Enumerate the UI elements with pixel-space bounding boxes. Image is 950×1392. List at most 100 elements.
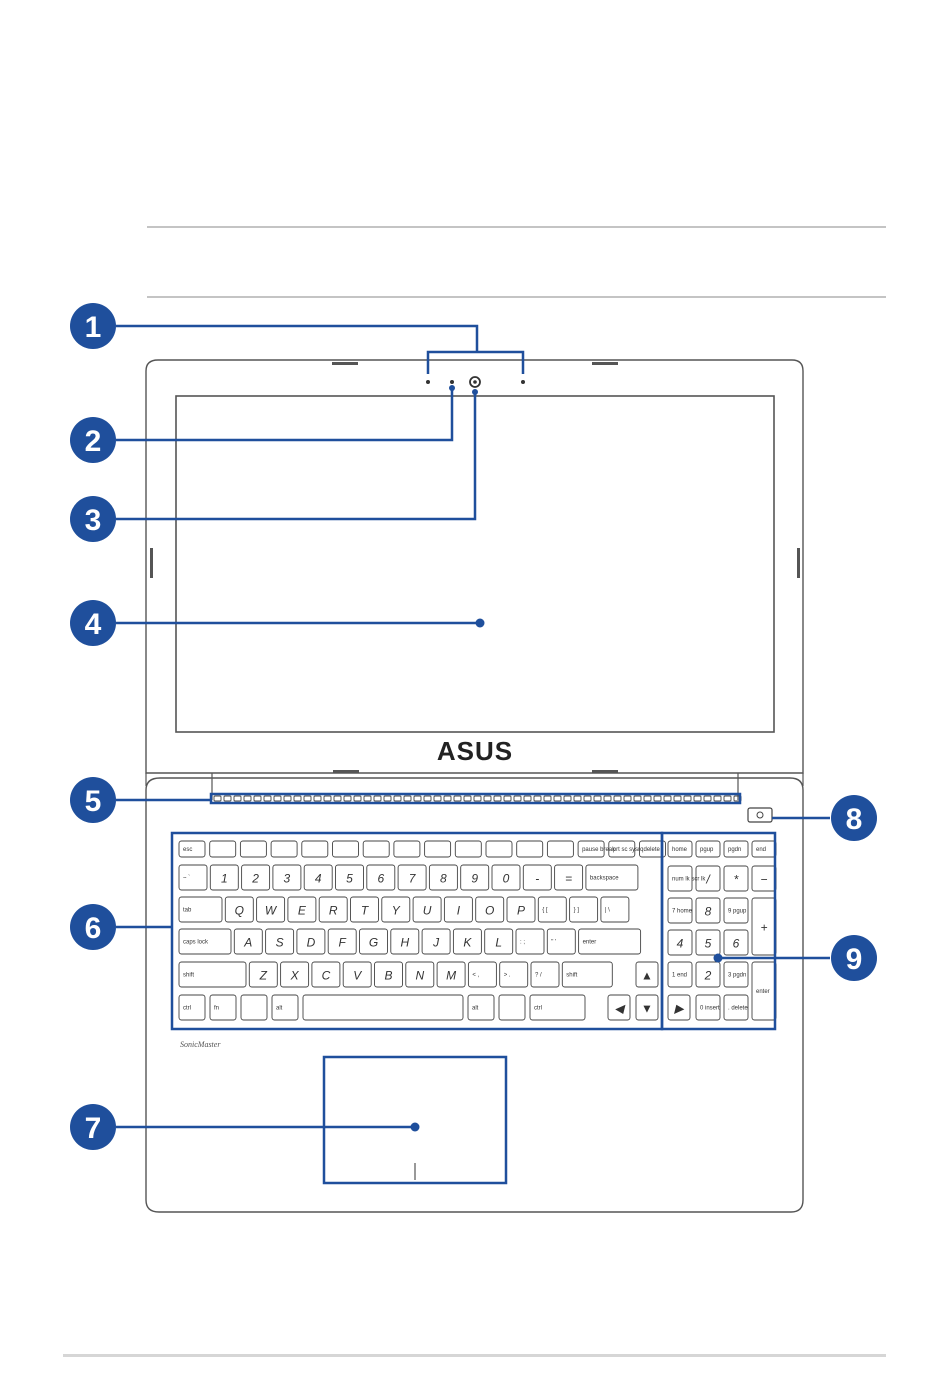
keyboard-key[interactable]: < , bbox=[467, 961, 497, 988]
keyboard-key[interactable]: caps lock bbox=[178, 928, 232, 955]
keyboard-key[interactable]: enter bbox=[578, 928, 642, 955]
keyboard-key[interactable]: 0 bbox=[491, 864, 521, 891]
keyboard-key[interactable]: V bbox=[342, 961, 372, 988]
keyboard-key[interactable] bbox=[516, 840, 544, 858]
keyboard-key[interactable]: G bbox=[359, 928, 388, 955]
keyboard-key[interactable]: 1 bbox=[209, 864, 239, 891]
keyboard-key[interactable]: E bbox=[287, 896, 317, 923]
keyboard-key[interactable]: enter bbox=[751, 961, 777, 1021]
keyboard-key[interactable]: X bbox=[280, 961, 310, 988]
keyboard-key[interactable]: K bbox=[452, 928, 482, 955]
power-button[interactable] bbox=[747, 807, 773, 823]
keyboard-key[interactable]: 2 bbox=[695, 961, 721, 988]
keyboard-key[interactable]: { [ bbox=[537, 896, 567, 923]
keyboard-key[interactable]: 3 pgdn bbox=[723, 961, 749, 988]
keyboard-key[interactable]: prt sc sysrq bbox=[608, 840, 644, 858]
keyboard-key[interactable]: > . bbox=[499, 961, 529, 988]
keyboard-key[interactable]: | \ bbox=[600, 896, 630, 923]
keyboard-key[interactable]: T bbox=[350, 896, 379, 923]
keyboard-key[interactable] bbox=[498, 994, 526, 1021]
keyboard-key[interactable]: U bbox=[412, 896, 442, 923]
keyboard-key[interactable]: M bbox=[436, 961, 466, 988]
keyboard-key[interactable]: 9 pgup bbox=[723, 897, 749, 924]
keyboard-key[interactable]: 4 bbox=[303, 864, 333, 891]
keyboard-key[interactable]: ctrl bbox=[529, 994, 586, 1021]
keyboard-key[interactable]: L bbox=[484, 928, 514, 955]
keyboard-key[interactable] bbox=[240, 994, 268, 1021]
keyboard-key[interactable]: shift bbox=[561, 961, 613, 988]
keyboard-key[interactable]: J bbox=[421, 928, 451, 955]
keyboard-key[interactable]: 4 bbox=[667, 929, 693, 956]
keyboard-key[interactable]: 8 bbox=[695, 897, 721, 924]
keyboard-key[interactable]: esc bbox=[178, 840, 206, 858]
keyboard-key[interactable]: 9 bbox=[460, 864, 490, 891]
keyboard-key[interactable]: = bbox=[554, 864, 584, 891]
keyboard-key[interactable]: + bbox=[751, 897, 777, 956]
keyboard-key[interactable]: tab bbox=[178, 896, 223, 923]
keyboard-key[interactable]: 7 bbox=[397, 864, 427, 891]
keyboard-key[interactable]: D bbox=[296, 928, 326, 955]
keyboard-key[interactable]: / bbox=[695, 865, 721, 892]
keyboard-key[interactable] bbox=[332, 840, 359, 858]
keyboard-key[interactable] bbox=[209, 840, 237, 858]
keyboard-key[interactable] bbox=[270, 840, 298, 858]
keyboard-key[interactable]: W bbox=[256, 896, 286, 923]
keyboard-key[interactable]: - bbox=[522, 864, 552, 891]
keyboard-key[interactable]: N bbox=[405, 961, 435, 988]
keyboard-key[interactable]: P bbox=[506, 896, 536, 923]
keyboard-key[interactable]: 8 bbox=[428, 864, 458, 891]
keyboard-key[interactable]: C bbox=[311, 961, 341, 988]
keyboard-key[interactable] bbox=[485, 840, 513, 858]
keyboard-key[interactable]: − bbox=[751, 865, 777, 892]
keyboard-key[interactable]: . delete bbox=[723, 994, 749, 1021]
keyboard-key[interactable]: B bbox=[374, 961, 403, 988]
keyboard-key[interactable] bbox=[424, 840, 452, 858]
keyboard-key[interactable]: 5 bbox=[695, 929, 721, 956]
keyboard-key[interactable]: F bbox=[327, 928, 357, 955]
keyboard-key[interactable]: 0 insert bbox=[695, 994, 721, 1021]
keyboard-key[interactable]: : ; bbox=[515, 928, 545, 955]
keyboard-key[interactable]: alt bbox=[467, 994, 495, 1021]
keyboard-key[interactable]: S bbox=[265, 928, 295, 955]
keyboard-key[interactable]: pgup bbox=[695, 840, 721, 858]
keyboard-key[interactable]: pgdn bbox=[723, 840, 749, 858]
keyboard-key[interactable] bbox=[454, 840, 482, 858]
keyboard-key[interactable]: home bbox=[667, 840, 693, 858]
keyboard-key[interactable]: * bbox=[723, 865, 749, 892]
keyboard-key[interactable]: R bbox=[318, 896, 348, 923]
keyboard-key[interactable] bbox=[393, 840, 421, 858]
keyboard-key[interactable]: fn bbox=[209, 994, 237, 1021]
keyboard-key[interactable]: " ' bbox=[546, 928, 576, 955]
keyboard-key[interactable]: 6 bbox=[723, 929, 749, 956]
keyboard-key[interactable]: Z bbox=[248, 961, 278, 988]
keyboard-key[interactable]: ctrl bbox=[178, 994, 206, 1021]
keyboard-key[interactable]: 6 bbox=[366, 864, 396, 891]
keyboard-key[interactable] bbox=[239, 840, 267, 858]
keyboard-key[interactable]: shift bbox=[178, 961, 247, 988]
keyboard-key[interactable]: I bbox=[443, 896, 473, 923]
keyboard-key[interactable]: ? / bbox=[530, 961, 560, 988]
keyboard-key[interactable]: H bbox=[390, 928, 420, 955]
keyboard-key[interactable]: O bbox=[475, 896, 505, 923]
keyboard-key[interactable]: 7 home bbox=[667, 897, 693, 924]
keyboard-key[interactable] bbox=[362, 840, 390, 858]
keyboard-key[interactable] bbox=[301, 840, 329, 858]
keyboard-key[interactable]: 5 bbox=[335, 864, 364, 891]
keyboard-key[interactable]: ▲ bbox=[635, 961, 659, 988]
keyboard-key[interactable]: ▶ bbox=[667, 994, 691, 1021]
keyboard-key[interactable]: 3 bbox=[272, 864, 302, 891]
keyboard-key[interactable]: backspace bbox=[585, 864, 639, 891]
keyboard-key[interactable]: A bbox=[233, 928, 263, 955]
keyboard-key[interactable]: delete bbox=[639, 840, 666, 858]
keyboard-key[interactable] bbox=[302, 994, 464, 1021]
keyboard-key[interactable]: ◀ bbox=[607, 994, 631, 1021]
keyboard-key[interactable]: 2 bbox=[241, 864, 271, 891]
keyboard-key[interactable]: } ] bbox=[569, 896, 599, 923]
keyboard-key[interactable]: end bbox=[751, 840, 777, 858]
keyboard-key[interactable]: 1 end bbox=[667, 961, 693, 988]
keyboard-key[interactable]: ▼ bbox=[635, 994, 659, 1021]
keyboard-key[interactable]: num lk scr lk bbox=[667, 865, 706, 892]
keyboard-key[interactable]: alt bbox=[271, 994, 299, 1021]
keyboard-key[interactable]: ~ ` bbox=[178, 864, 208, 891]
keyboard-key[interactable]: Y bbox=[381, 896, 411, 923]
